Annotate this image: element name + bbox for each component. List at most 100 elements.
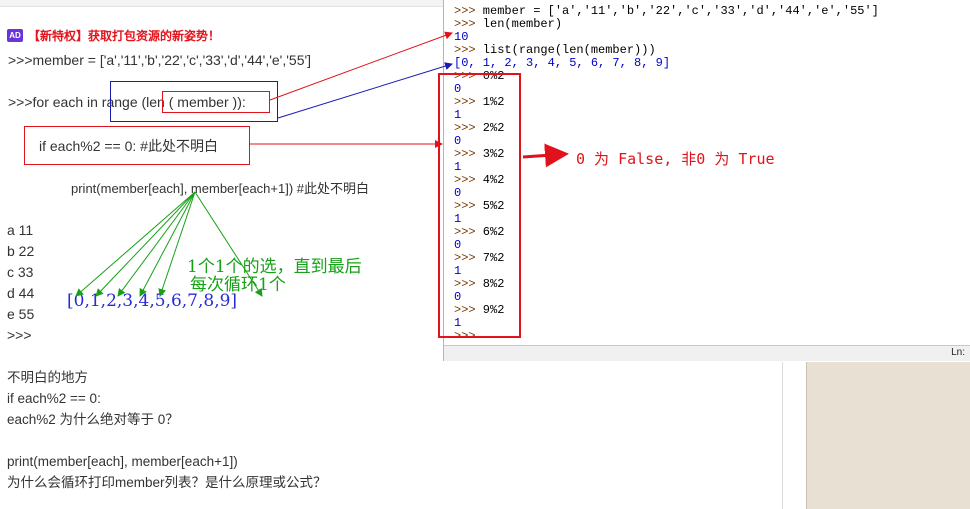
index-list-annotation: [0,1,2,3,4,5,6,7,8,9] bbox=[67, 291, 238, 311]
shell-line: [0, 1, 2, 3, 4, 5, 6, 7, 8, 9] bbox=[454, 57, 879, 70]
shell-result: 0 bbox=[454, 134, 462, 148]
shell-result: 0 bbox=[454, 186, 462, 200]
question-1-text: each%2 为什么绝对等于 0？ bbox=[7, 412, 179, 427]
shell-result: 1 bbox=[454, 316, 462, 330]
shell-result: 0 bbox=[454, 238, 462, 252]
arrow-to-note bbox=[522, 143, 569, 168]
shell-line: >>> 1%2 bbox=[454, 96, 879, 109]
shell-code: 5%2 bbox=[475, 199, 505, 213]
shell-prompt: >>> bbox=[454, 173, 476, 187]
arrow-len-to-shell bbox=[269, 31, 453, 101]
shell-prompt: >>> bbox=[454, 277, 476, 291]
shell-code: 2%2 bbox=[475, 121, 505, 135]
shell-line: 0 bbox=[454, 291, 879, 304]
arrow-each-2 bbox=[117, 191, 196, 297]
shell-result: [0, 1, 2, 3, 4, 5, 6, 7, 8, 9] bbox=[454, 56, 671, 70]
shell-line: >>> 5%2 bbox=[454, 200, 879, 213]
shell-prompt: >>> bbox=[454, 147, 476, 161]
shell-line: 10 bbox=[454, 31, 879, 44]
shell-code: list(range(len(member))) bbox=[475, 43, 656, 57]
shell-code: 9%2 bbox=[475, 303, 505, 317]
output-line: b 22 bbox=[7, 243, 35, 259]
shell-line: >>> 4%2 bbox=[454, 174, 879, 187]
shell-result: 1 bbox=[454, 108, 462, 122]
shell-line: 1 bbox=[454, 265, 879, 278]
shell-line: >>> 6%2 bbox=[454, 226, 879, 239]
shell-line: >>> bbox=[454, 0, 879, 5]
shell-status-bar: Ln: bbox=[443, 345, 970, 361]
arrow-each-3 bbox=[139, 191, 196, 297]
side-panel bbox=[806, 362, 970, 509]
shell-line: >>> 7%2 bbox=[454, 252, 879, 265]
shell-result: 0 bbox=[454, 290, 462, 304]
false-true-note: 0 为 False, 非0 为 True bbox=[576, 150, 775, 168]
shell-code: 6%2 bbox=[475, 225, 505, 239]
shell-result: 1 bbox=[454, 212, 462, 226]
arrow-each-4 bbox=[158, 191, 196, 297]
shell-line: 1 bbox=[454, 213, 879, 226]
shell-prompt: >>> bbox=[454, 0, 476, 5]
output-line: e 55 bbox=[7, 306, 35, 322]
shell-line: >>> 9%2 bbox=[454, 304, 879, 317]
question-1-code: if each%2 == 0: bbox=[7, 391, 101, 406]
shell-code: 8%2 bbox=[475, 277, 505, 291]
one-by-one-annotation: 1个1个的选，直到最后 bbox=[187, 257, 362, 277]
shell-code: 4%2 bbox=[475, 173, 505, 187]
output-line: a 11 bbox=[7, 222, 34, 238]
arrow-each-1 bbox=[95, 191, 196, 297]
shell-code: member = ['a','11','b','22','c','33','d'… bbox=[475, 4, 879, 18]
shell-line: >>> 3%2 bbox=[454, 148, 879, 161]
shell-line: >>> list(range(len(member))) bbox=[454, 44, 879, 57]
shell-line: 1 bbox=[454, 109, 879, 122]
shell-line: >>> len(member) bbox=[454, 18, 879, 31]
shell-code: 0%2 bbox=[475, 69, 505, 83]
shell-result: 1 bbox=[454, 160, 462, 174]
ad-banner[interactable]: AD 【新特权】获取打包资源的新姿势！ bbox=[7, 26, 220, 44]
len-highlight-box bbox=[162, 91, 270, 113]
shell-line: 0 bbox=[454, 135, 879, 148]
shell-output[interactable]: >>> >>> member = ['a','11','b','22','c','… bbox=[454, 0, 879, 343]
shell-code: 7%2 bbox=[475, 251, 505, 265]
print-line: print(member[each], member[each+1]) #此处不… bbox=[71, 181, 370, 196]
output-line: c 33 bbox=[7, 264, 34, 280]
shell-prompt: >>> bbox=[454, 121, 476, 135]
shell-prompt: >>> bbox=[454, 17, 476, 31]
question-section: 不明白的地方 if each%2 == 0: each%2 为什么绝对等于 0？… bbox=[7, 367, 327, 493]
shell-prompt: >>> bbox=[454, 43, 476, 57]
shell-prompt: >>> bbox=[454, 199, 476, 213]
line-number-indicator: Ln: bbox=[951, 347, 965, 358]
modulo-results-highlight bbox=[438, 73, 521, 338]
arrow-each-0 bbox=[75, 191, 196, 297]
shell-result: 0 bbox=[454, 82, 462, 96]
for-close: ): bbox=[237, 94, 246, 110]
python-shell-window[interactable]: >>> >>> member = ['a','11','b','22','c','… bbox=[443, 0, 970, 345]
shell-line: 1 bbox=[454, 317, 879, 330]
shell-prompt: >>> bbox=[454, 95, 476, 109]
for-prefix: >>>for each in bbox=[8, 94, 102, 110]
output-line: >>> bbox=[7, 327, 32, 343]
output-list: a 11 b 22 c 33 d 44 e 55 >>> bbox=[7, 220, 34, 346]
shell-line: >>> 8%2 bbox=[454, 278, 879, 291]
shell-line: 0 bbox=[454, 187, 879, 200]
shell-code: len(member) bbox=[475, 17, 563, 31]
for-len: len ( member ) bbox=[146, 94, 238, 110]
shell-code: 1%2 bbox=[475, 95, 505, 109]
shell-prompt: >>> bbox=[454, 303, 476, 317]
arrow-range-to-shell bbox=[277, 62, 453, 119]
shell-result: 1 bbox=[454, 264, 462, 278]
shell-prompt: >>> bbox=[454, 225, 476, 239]
if-line: if each%2 == 0: #此处不明白 bbox=[39, 138, 218, 154]
shell-code: 3%2 bbox=[475, 147, 505, 161]
ad-badge: AD bbox=[7, 28, 23, 42]
shell-line: 0 bbox=[454, 239, 879, 252]
member-assignment-line: >>>member = ['a','11','b','22','c','33',… bbox=[8, 52, 312, 68]
shell-result: 10 bbox=[454, 30, 469, 44]
range-highlight-box bbox=[110, 81, 278, 122]
shell-line: 1 bbox=[454, 161, 879, 174]
page-top-strip bbox=[0, 0, 445, 7]
shell-line: >>> 2%2 bbox=[454, 122, 879, 135]
question-title: 不明白的地方 bbox=[7, 370, 88, 385]
ad-link[interactable]: 【新特权】获取打包资源的新姿势！ bbox=[28, 28, 221, 43]
shell-line: 0 bbox=[454, 83, 879, 96]
